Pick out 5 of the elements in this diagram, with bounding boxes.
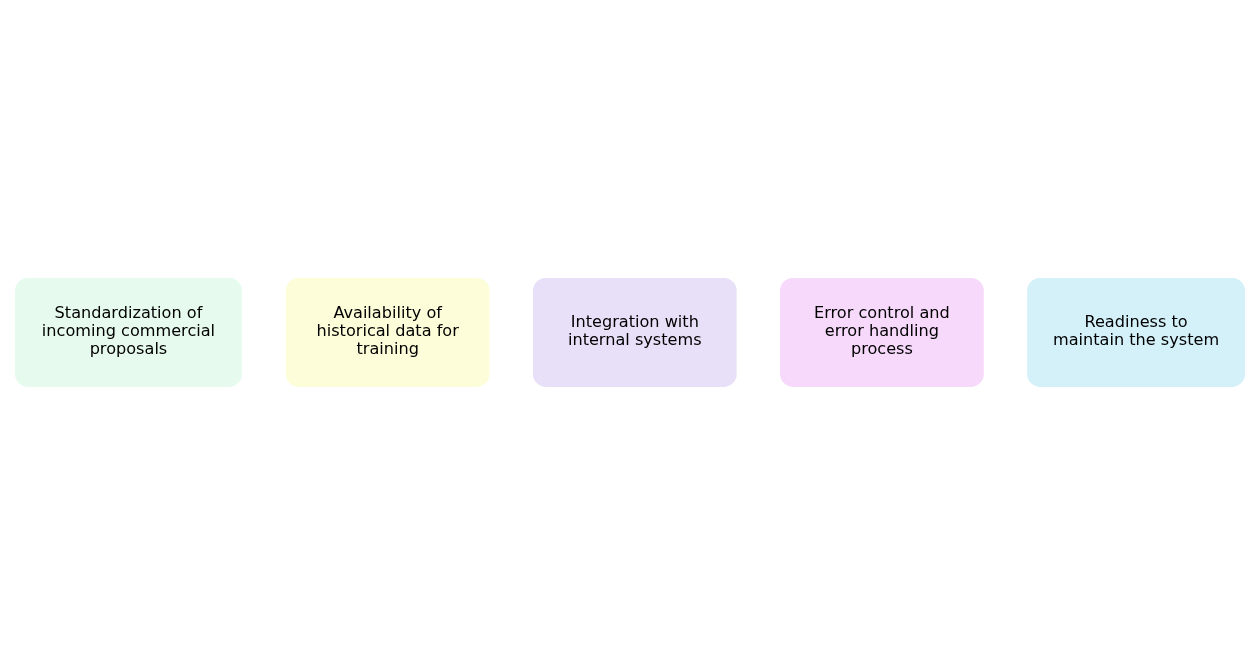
node-box: Readiness to maintain the system [1027, 278, 1245, 387]
node-box: Error control and error handling process [780, 278, 984, 387]
node-box: Integration with internal systems [532, 278, 737, 387]
node-box: Availability of historical data for training [285, 278, 490, 387]
node-box: Standardization of incoming commercial proposals [15, 278, 242, 387]
